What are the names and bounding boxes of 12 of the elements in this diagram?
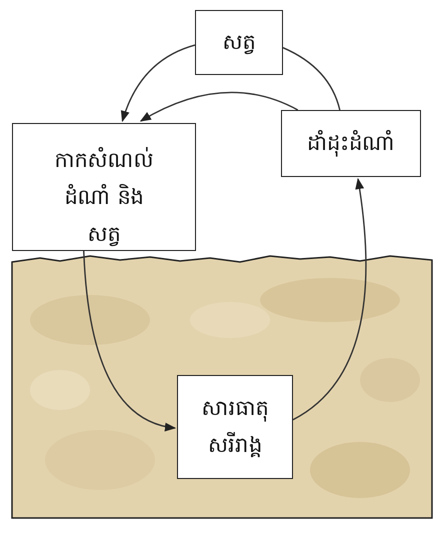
node-label: សត្វ xyxy=(222,29,256,56)
process-box xyxy=(281,110,421,177)
arrow xyxy=(121,44,196,122)
node-label: ដាំដុះដំណាំ xyxy=(307,129,395,159)
arrow xyxy=(292,178,367,420)
node-label: សារធាតុ សរីរាង្គ xyxy=(200,395,270,460)
arrow xyxy=(83,250,176,431)
process-box xyxy=(177,375,293,479)
process-box xyxy=(195,10,283,75)
process-box xyxy=(12,123,196,251)
arrow xyxy=(140,92,298,122)
node-label: កាកសំណល់ ដំណាំ និង សត្វ xyxy=(54,146,154,248)
